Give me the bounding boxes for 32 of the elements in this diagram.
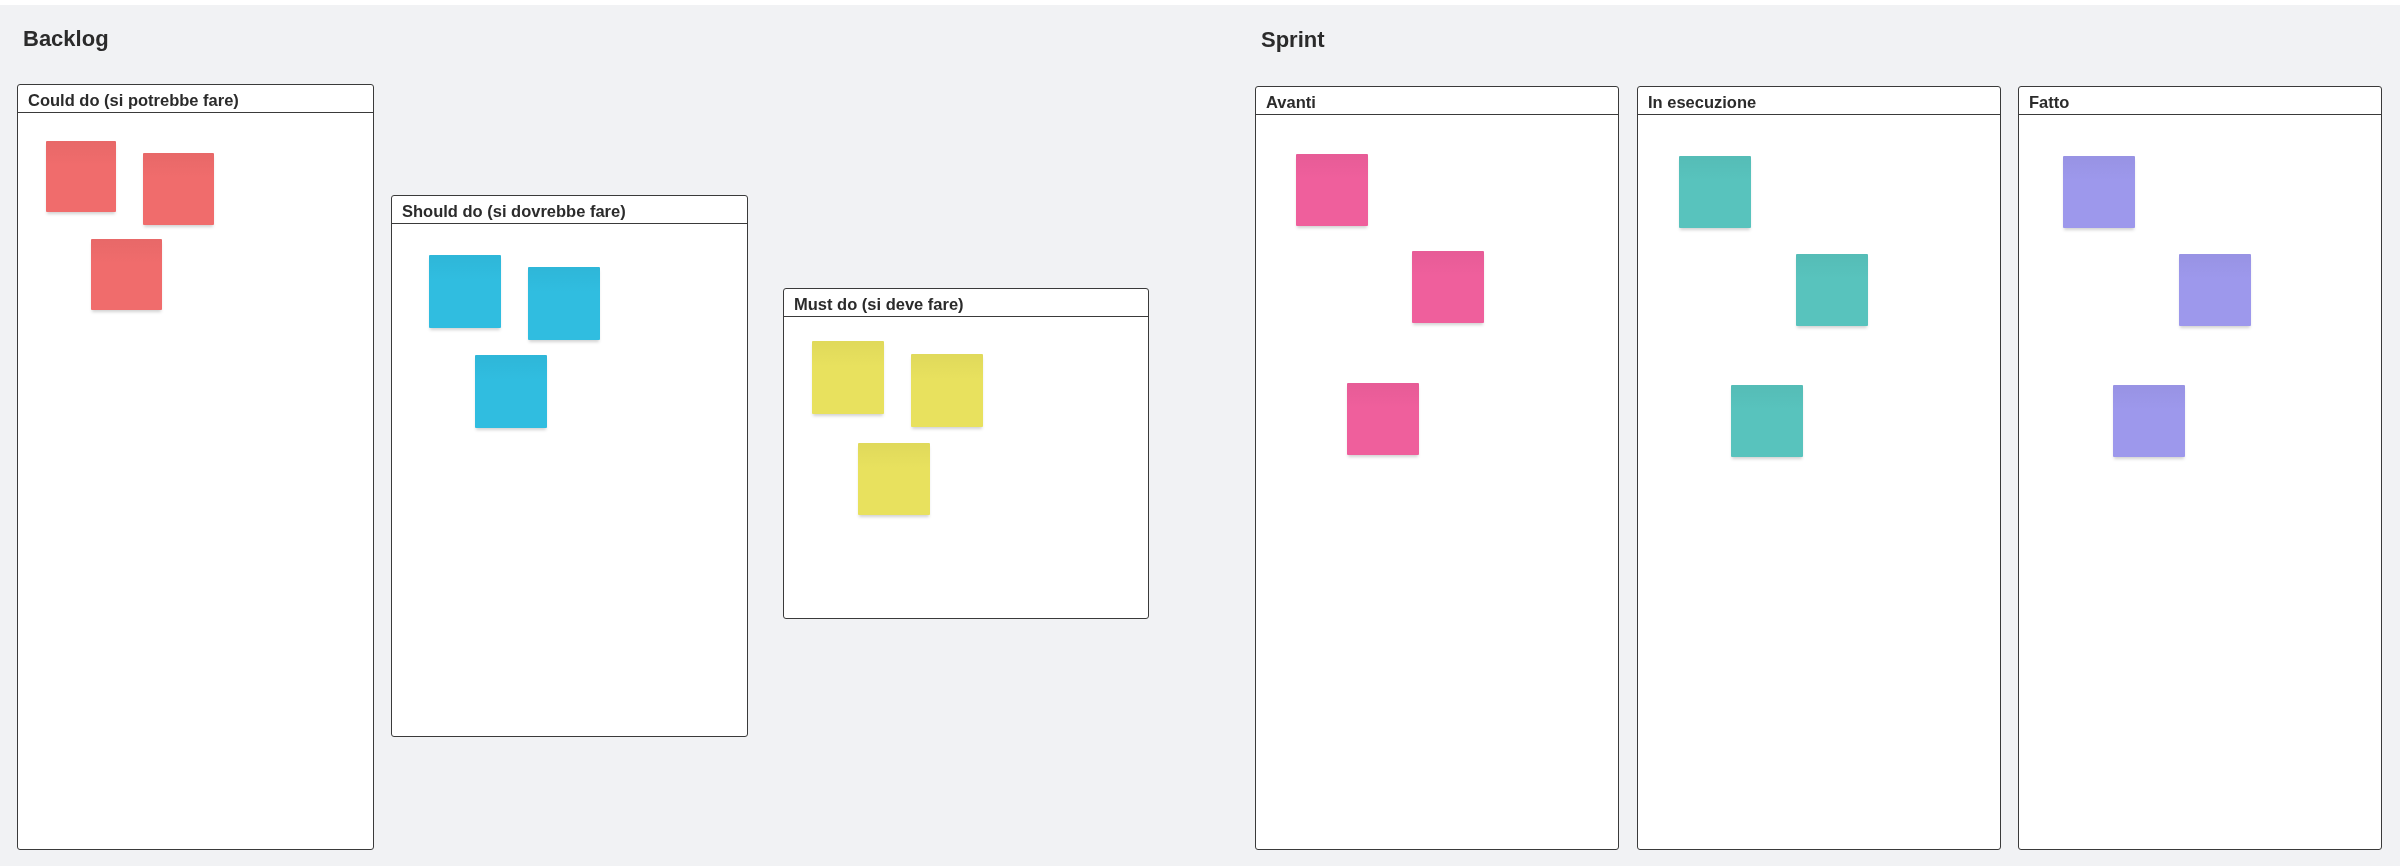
sticky-note [1796, 254, 1868, 326]
column-title: Should do (si dovrebbe fare) [402, 202, 626, 221]
sticky-note [46, 141, 116, 212]
column-panel [17, 84, 374, 850]
sticky-note [1296, 154, 1368, 226]
sticky-note [858, 443, 930, 515]
sticky-note [1412, 251, 1484, 323]
column-title: Avanti [1266, 93, 1316, 112]
column-panel [391, 195, 748, 737]
column-panel [2018, 86, 2382, 850]
sticky-note [1679, 156, 1751, 228]
column-title: Fatto [2029, 93, 2070, 112]
sticky-note [475, 355, 547, 428]
sticky-note [812, 341, 884, 414]
sticky-note [429, 255, 501, 328]
section-heading: Backlog [23, 28, 109, 50]
sticky-note [1347, 383, 1419, 455]
sticky-note [528, 267, 600, 340]
sticky-note [2063, 156, 2135, 228]
column-panel [1255, 86, 1619, 850]
column-title: Could do (si potrebbe fare) [28, 91, 239, 110]
column-panel [783, 288, 1149, 619]
sticky-note [143, 153, 214, 225]
sticky-note [91, 239, 162, 310]
sticky-note [1731, 385, 1803, 457]
section-heading: Sprint [1261, 29, 1325, 51]
sticky-note [2113, 385, 2185, 457]
column-title: In esecuzione [1648, 93, 1757, 112]
sticky-note [2179, 254, 2251, 326]
sticky-note [911, 354, 983, 427]
column-panel [1637, 86, 2001, 850]
column-title: Must do (si deve fare) [794, 295, 964, 314]
